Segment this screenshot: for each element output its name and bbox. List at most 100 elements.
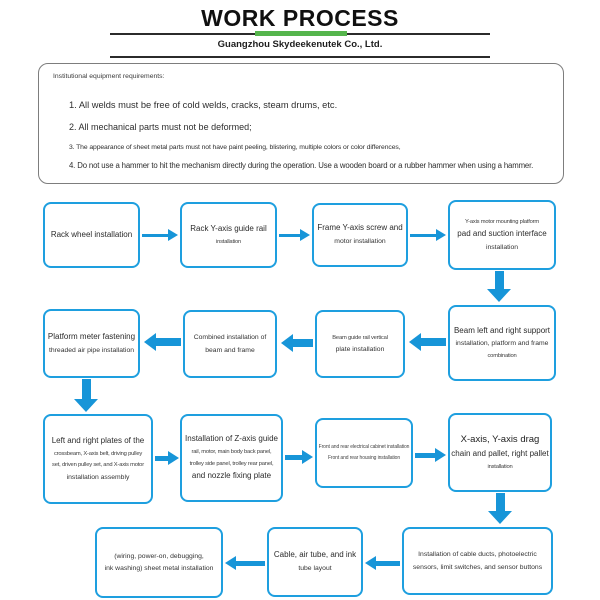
flow-step-rack-y-axis-guide-rail: Rack Y-axis guide rail installation <box>180 202 277 268</box>
flow-step-label: Front and rear electrical cabinet instal… <box>318 444 410 450</box>
arrow-shaft <box>415 452 435 458</box>
flow-step-label: pad and suction interface <box>457 229 547 239</box>
flow-step-label: Platform meter fastening <box>47 331 136 341</box>
page-title: WORK PROCESS <box>201 5 399 31</box>
flow-step-label: threaded air pipe installation <box>48 346 135 354</box>
flow-step-label: installation <box>216 238 241 245</box>
flow-step-label: plate installation <box>335 345 385 353</box>
arrow-shaft <box>279 233 300 237</box>
flow-step-label: Beam guide rail vertical <box>332 334 388 341</box>
flow-step-platform-meter: Platform meter fastening threaded air pi… <box>43 309 140 378</box>
arrow-left-icon <box>144 333 181 351</box>
arrow-down-icon <box>488 493 512 524</box>
requirements-heading: Institutional equipment requirements: <box>53 73 165 80</box>
arrow-left-icon <box>409 333 446 351</box>
arrow-head <box>409 333 421 351</box>
flow-step-beam-vertical-plate: Beam guide rail vertical plate installat… <box>315 310 405 378</box>
flow-step-label: Rack Y-axis guide rail <box>190 223 267 233</box>
flow-step-label: beam and frame <box>205 346 255 354</box>
arrow-head <box>300 229 310 241</box>
flow-step-label: combination <box>487 352 517 359</box>
flow-step-frame-y-axis-screw: Frame Y-axis screw and motor installatio… <box>312 203 408 267</box>
arrow-head <box>168 229 178 241</box>
flow-step-beam-frame-combined: Combined installation of beam and frame <box>183 310 277 378</box>
arrow-down-icon <box>74 379 98 412</box>
arrow-shaft <box>494 271 504 289</box>
flow-step-z-axis-guide: Installation of Z-axis guide rail, motor… <box>180 414 283 502</box>
arrow-right-icon <box>415 447 446 463</box>
flow-step-cable-ducts: Installation of cable ducts, photoelectr… <box>402 527 553 595</box>
flow-step-label: motor installation <box>334 238 386 246</box>
flow-step-label: rail, motor, main body back panel, <box>191 449 272 456</box>
arrow-shaft <box>495 493 505 511</box>
flow-step-label: ink washing) sheet metal installation <box>104 565 214 572</box>
arrow-left-icon <box>365 555 400 571</box>
flow-step-electrical-cabinet: Front and rear electrical cabinet instal… <box>315 418 413 488</box>
company-divider <box>110 56 490 58</box>
flow-step-label: X-axis, Y-axis drag <box>460 433 540 445</box>
arrow-shaft <box>155 455 168 461</box>
divider-green-accent <box>255 31 347 37</box>
flow-step-sheet-metal: (wiring, power-on, debugging, ink washin… <box>95 527 223 598</box>
arrow-shaft <box>421 338 446 346</box>
arrow-shaft <box>142 233 168 237</box>
arrow-shaft <box>81 379 91 399</box>
arrow-shaft <box>376 560 400 566</box>
arrow-shaft <box>293 339 313 347</box>
arrow-shaft <box>285 454 302 460</box>
flow-step-cable-layout: Cable, air tube, and ink tube layout <box>267 527 363 597</box>
arrow-head <box>365 556 376 570</box>
arrow-head <box>302 450 313 464</box>
flow-step-crossbeam-plates: Left and right plates of the crossbeam, … <box>43 414 153 504</box>
arrow-head <box>436 229 446 241</box>
arrow-left-icon <box>281 334 313 352</box>
arrow-head <box>225 556 236 570</box>
arrow-head <box>487 289 511 302</box>
arrow-right-icon <box>410 228 446 242</box>
flow-step-label: Cable, air tube, and ink <box>273 550 357 560</box>
flow-step-label: Y-axis motor mounting platform <box>464 218 539 225</box>
flow-step-label: Installation of cable ducts, photoelectr… <box>418 551 537 559</box>
arrow-right-icon <box>285 449 313 465</box>
flow-step-label: Combined installation of <box>193 334 267 342</box>
arrow-shaft <box>156 338 181 346</box>
flow-step-label: Front and rear housing installation <box>327 454 401 461</box>
requirements-panel: Institutional equipment requirements: 1.… <box>38 63 564 184</box>
arrow-right-icon <box>155 450 179 466</box>
requirement-item-2: 2. All mechanical parts must not be defo… <box>69 122 252 132</box>
arrow-left-icon <box>225 555 265 571</box>
requirement-item-1: 1. All welds must be free of cold welds,… <box>69 100 338 110</box>
arrow-head <box>435 448 446 462</box>
arrow-right-icon <box>142 228 178 242</box>
flow-step-label: Installation of Z-axis guide <box>185 434 278 444</box>
flow-step-label: installation <box>485 243 519 251</box>
flow-step-label: Beam left and right support <box>453 325 551 335</box>
flow-step-label: Frame Y-axis screw and <box>317 223 403 233</box>
arrow-down-icon <box>487 271 511 302</box>
flow-step-label: crossbeam, X-axis belt, driving pulley <box>53 450 143 457</box>
flow-step-drag-chain: X-axis, Y-axis drag chain and pallet, ri… <box>448 413 552 492</box>
requirement-item-4: 4. Do not use a hammer to hit the mechan… <box>69 161 534 170</box>
company-name: Guangzhou Skydeekenutek Co., Ltd. <box>217 39 383 50</box>
arrow-head <box>144 333 156 351</box>
arrow-head <box>168 451 179 465</box>
flow-step-label: (wiring, power-on, debugging, <box>114 552 204 560</box>
flow-step-label: and nozzle fixing plate <box>191 470 272 480</box>
flow-step-label: set, driven pulley set, and X-axis motor <box>52 462 144 469</box>
flow-step-suction-interface: Y-axis motor mounting platform pad and s… <box>448 200 556 270</box>
arrow-shaft <box>410 233 436 237</box>
flow-step-label: Rack wheel installation <box>50 229 133 239</box>
flow-step-beam-support: Beam left and right support installation… <box>448 305 556 381</box>
flow-step-label: installation, platform and frame <box>455 340 549 348</box>
title-divider <box>110 31 490 37</box>
arrow-shaft <box>236 560 265 566</box>
flow-step-label: installation <box>487 463 513 470</box>
flow-step-label: Left and right plates of the <box>51 435 145 445</box>
arrow-right-icon <box>279 228 310 242</box>
requirement-item-3: 3. The appearance of sheet metal parts m… <box>69 144 401 151</box>
arrow-head <box>488 511 512 524</box>
flow-step-rack-wheel: Rack wheel installation <box>43 202 140 268</box>
arrow-head <box>74 399 98 412</box>
flow-step-label: sensors, limit switches, and sensor butt… <box>412 563 543 571</box>
